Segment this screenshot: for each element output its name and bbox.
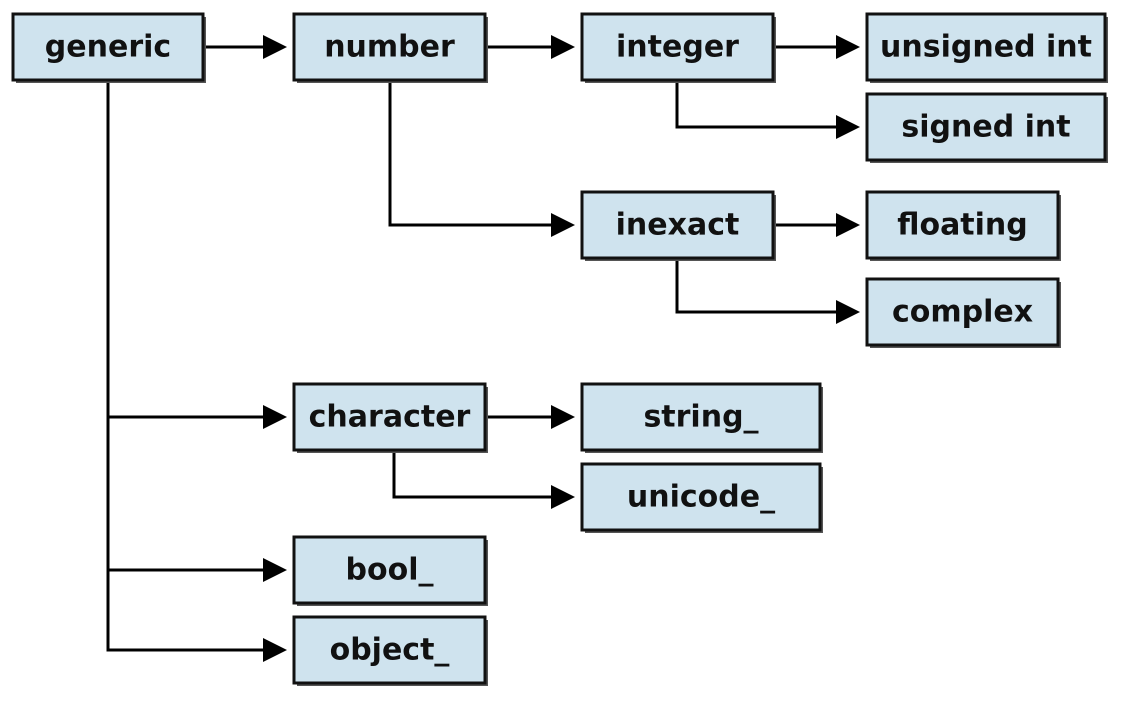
node-box bbox=[11, 12, 205, 82]
node-box bbox=[292, 535, 487, 605]
connector-generic-to-object bbox=[106, 570, 287, 662]
node-box bbox=[865, 190, 1060, 260]
connector-inexact-to-complex bbox=[675, 258, 860, 324]
connector-character-to-unicode bbox=[392, 450, 575, 509]
node-box bbox=[292, 382, 487, 452]
node-unicode: unicode_ bbox=[580, 462, 823, 533]
connector-generic-to-bool bbox=[106, 417, 287, 582]
node-inexact: inexact bbox=[580, 190, 776, 261]
node-box bbox=[292, 12, 487, 82]
node-label-signed-int: signed int bbox=[901, 110, 1070, 145]
node-label-generic: generic bbox=[45, 30, 171, 65]
node-bool: bool_ bbox=[292, 535, 488, 606]
node-box bbox=[580, 190, 775, 260]
node-label-unicode: unicode_ bbox=[627, 480, 775, 515]
nodes: generic number integer unsigned int signed i… bbox=[11, 12, 1108, 686]
node-label-floating: floating bbox=[897, 208, 1028, 243]
node-label-character: character bbox=[309, 400, 471, 435]
node-floating: floating bbox=[865, 190, 1061, 261]
node-label-unsigned-int: unsigned int bbox=[880, 30, 1092, 65]
node-unsigned-int: unsigned int bbox=[865, 12, 1108, 83]
node-label-string: string_ bbox=[643, 400, 758, 435]
node-label-integer: integer bbox=[616, 30, 739, 65]
node-integer: integer bbox=[580, 12, 776, 83]
node-box bbox=[865, 277, 1060, 347]
connector-integer-to-signed-int bbox=[675, 80, 860, 139]
node-box bbox=[865, 92, 1107, 162]
connectors bbox=[106, 35, 860, 662]
node-signed-int: signed int bbox=[865, 92, 1108, 163]
connector-number-to-inexact bbox=[388, 80, 575, 237]
connector-generic-to-character bbox=[106, 80, 287, 429]
node-box bbox=[580, 382, 822, 452]
node-label-object: object_ bbox=[330, 633, 450, 668]
node-string: string_ bbox=[580, 382, 823, 453]
node-generic: generic bbox=[11, 12, 206, 83]
node-complex: complex bbox=[865, 277, 1061, 348]
node-label-bool: bool_ bbox=[346, 553, 434, 588]
node-number: number bbox=[292, 12, 488, 83]
node-box bbox=[580, 462, 822, 532]
node-object: object_ bbox=[292, 615, 488, 686]
node-label-complex: complex bbox=[892, 295, 1033, 330]
node-label-number: number bbox=[324, 30, 455, 65]
node-label-inexact: inexact bbox=[616, 208, 740, 243]
node-box bbox=[292, 615, 487, 685]
node-character: character bbox=[292, 382, 488, 453]
node-box bbox=[580, 12, 775, 82]
node-box bbox=[865, 12, 1107, 82]
